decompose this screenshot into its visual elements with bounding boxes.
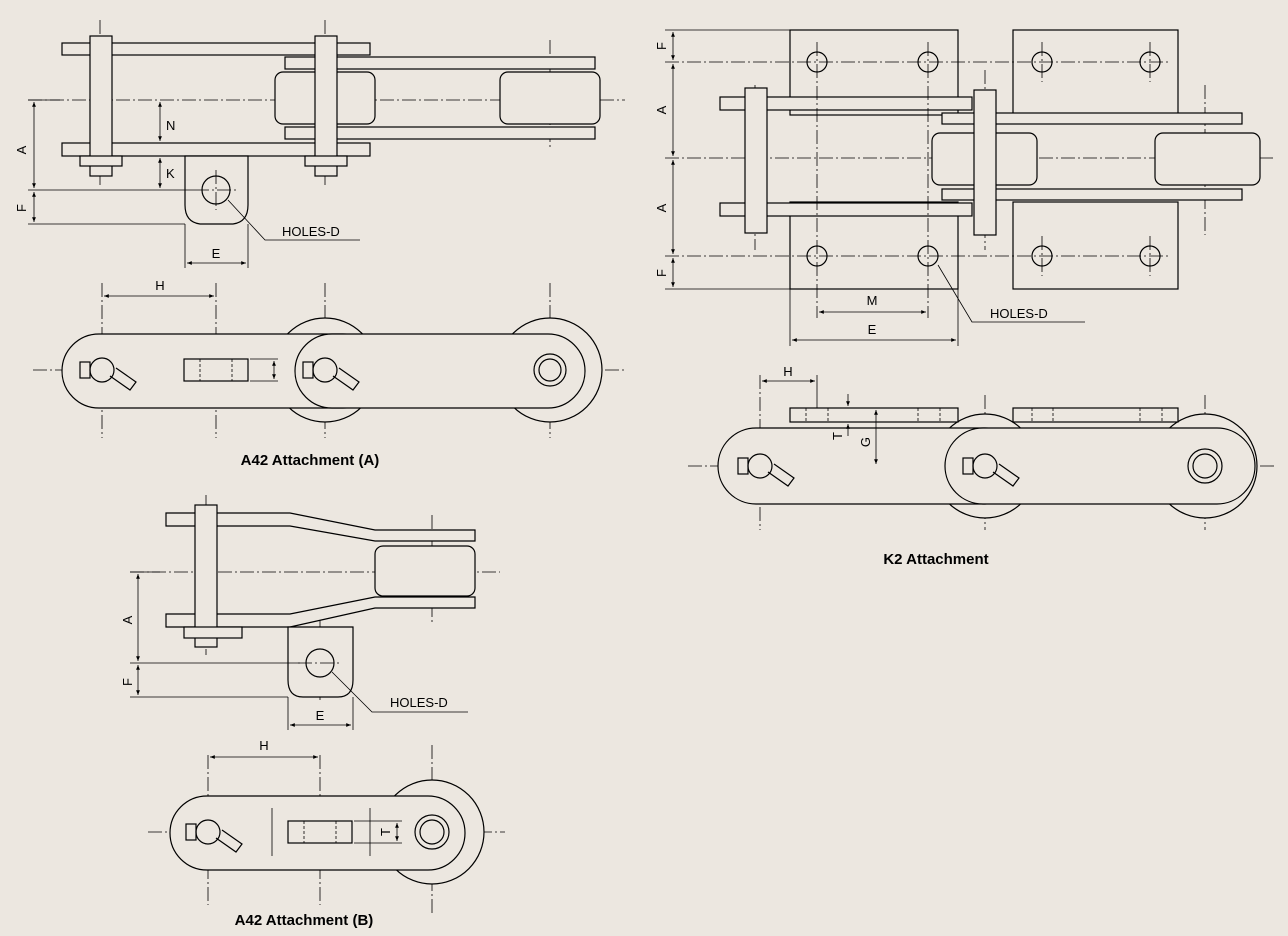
dim-a-a42b: A	[120, 615, 135, 624]
caption-a42-b: A42 Attachment (B)	[235, 912, 374, 929]
dim-h-a42b: H	[259, 738, 268, 753]
dim-t-k2: T	[830, 432, 845, 440]
dim-a-k2-upper: A	[654, 105, 669, 114]
dim-f-a42a: F	[14, 204, 29, 212]
a42-b-top-view	[130, 495, 500, 730]
a42-a-top-view	[28, 20, 625, 268]
caption-a42-a: A42 Attachment (A)	[241, 452, 380, 469]
holes-label-a42b: HOLES-D	[390, 695, 448, 710]
dim-n-a42a: N	[166, 118, 175, 133]
dim-e-a42b: E	[316, 708, 325, 723]
k2-side-view	[688, 375, 1275, 530]
a42-b-side-view	[148, 745, 505, 915]
dim-f-k2-top: F	[654, 42, 669, 50]
dim-f-a42b: F	[120, 678, 135, 686]
dim-t-a42b: T	[378, 828, 393, 836]
caption-k2: K2 Attachment	[883, 551, 988, 568]
dim-e-k2: E	[868, 322, 877, 337]
dim-h-a42a: H	[155, 278, 164, 293]
dim-k-a42a: K	[166, 166, 175, 181]
dim-a-a42a: A	[14, 145, 29, 154]
holes-label-a42a: HOLES-D	[282, 224, 340, 239]
a42-a-side-view	[33, 283, 625, 438]
dim-h-k2: H	[783, 364, 792, 379]
holes-label-k2: HOLES-D	[990, 306, 1048, 321]
dim-e-a42a: E	[212, 246, 221, 261]
k2-top-view	[665, 29, 1275, 346]
dim-f-k2-bottom: F	[654, 269, 669, 277]
dim-g-k2: G	[858, 437, 873, 447]
dim-a-k2-lower: A	[654, 203, 669, 212]
dim-m-k2: M	[867, 293, 878, 308]
